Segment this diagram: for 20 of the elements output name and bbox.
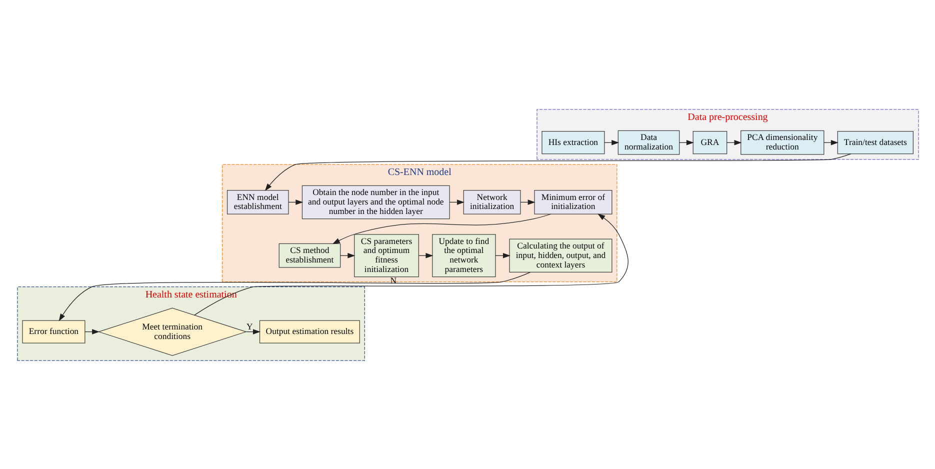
- node-box: Error function: [22, 320, 85, 343]
- node-box: Data normalization: [617, 130, 680, 154]
- node-box: Update to find the optimal network parameters: [432, 234, 496, 277]
- node-box: CS method establishment: [278, 242, 340, 268]
- arrow: [58, 271, 530, 321]
- node-box: GRA: [692, 130, 727, 154]
- node-box: CS parameters and optimum fitness initialization: [354, 234, 418, 277]
- node-box: Network initialization: [462, 190, 520, 214]
- node-box: Train/test datasets: [836, 130, 914, 154]
- node-box: Minimum error of initialization: [534, 190, 612, 214]
- edge-label: Y: [246, 320, 252, 331]
- arrow: [332, 213, 550, 244]
- node-box: Output estimation results: [258, 320, 360, 343]
- node-box: PCA dimensionality reduction: [740, 130, 824, 154]
- node-box: Obtain the node number in the input and output layers and the optimal node number in the hidden layer: [301, 184, 450, 219]
- node-box: ENN model establishment: [226, 190, 288, 214]
- node-box: HIs extraction: [541, 130, 604, 154]
- node-box: Calculating the output of input, hidden, output, and context layers: [508, 238, 612, 272]
- node-diamond: Meet termination conditions: [97, 307, 247, 356]
- arrow: [194, 213, 628, 315]
